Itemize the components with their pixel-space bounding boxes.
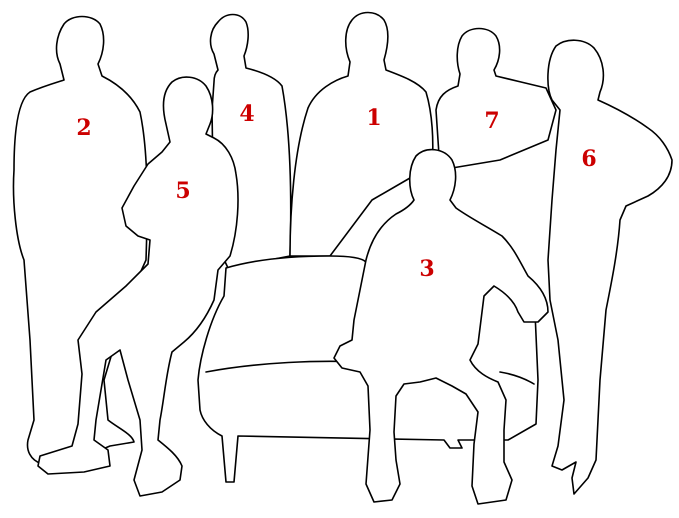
label-3: 3 [419, 256, 434, 282]
silhouette-person-6 [548, 40, 672, 494]
label-5: 5 [175, 178, 190, 204]
label-4: 4 [239, 101, 254, 127]
label-1: 1 [366, 105, 381, 131]
label-7: 7 [484, 108, 499, 134]
silhouette-person-7 [436, 29, 556, 171]
label-6: 6 [581, 146, 596, 172]
label-2: 2 [76, 115, 91, 141]
